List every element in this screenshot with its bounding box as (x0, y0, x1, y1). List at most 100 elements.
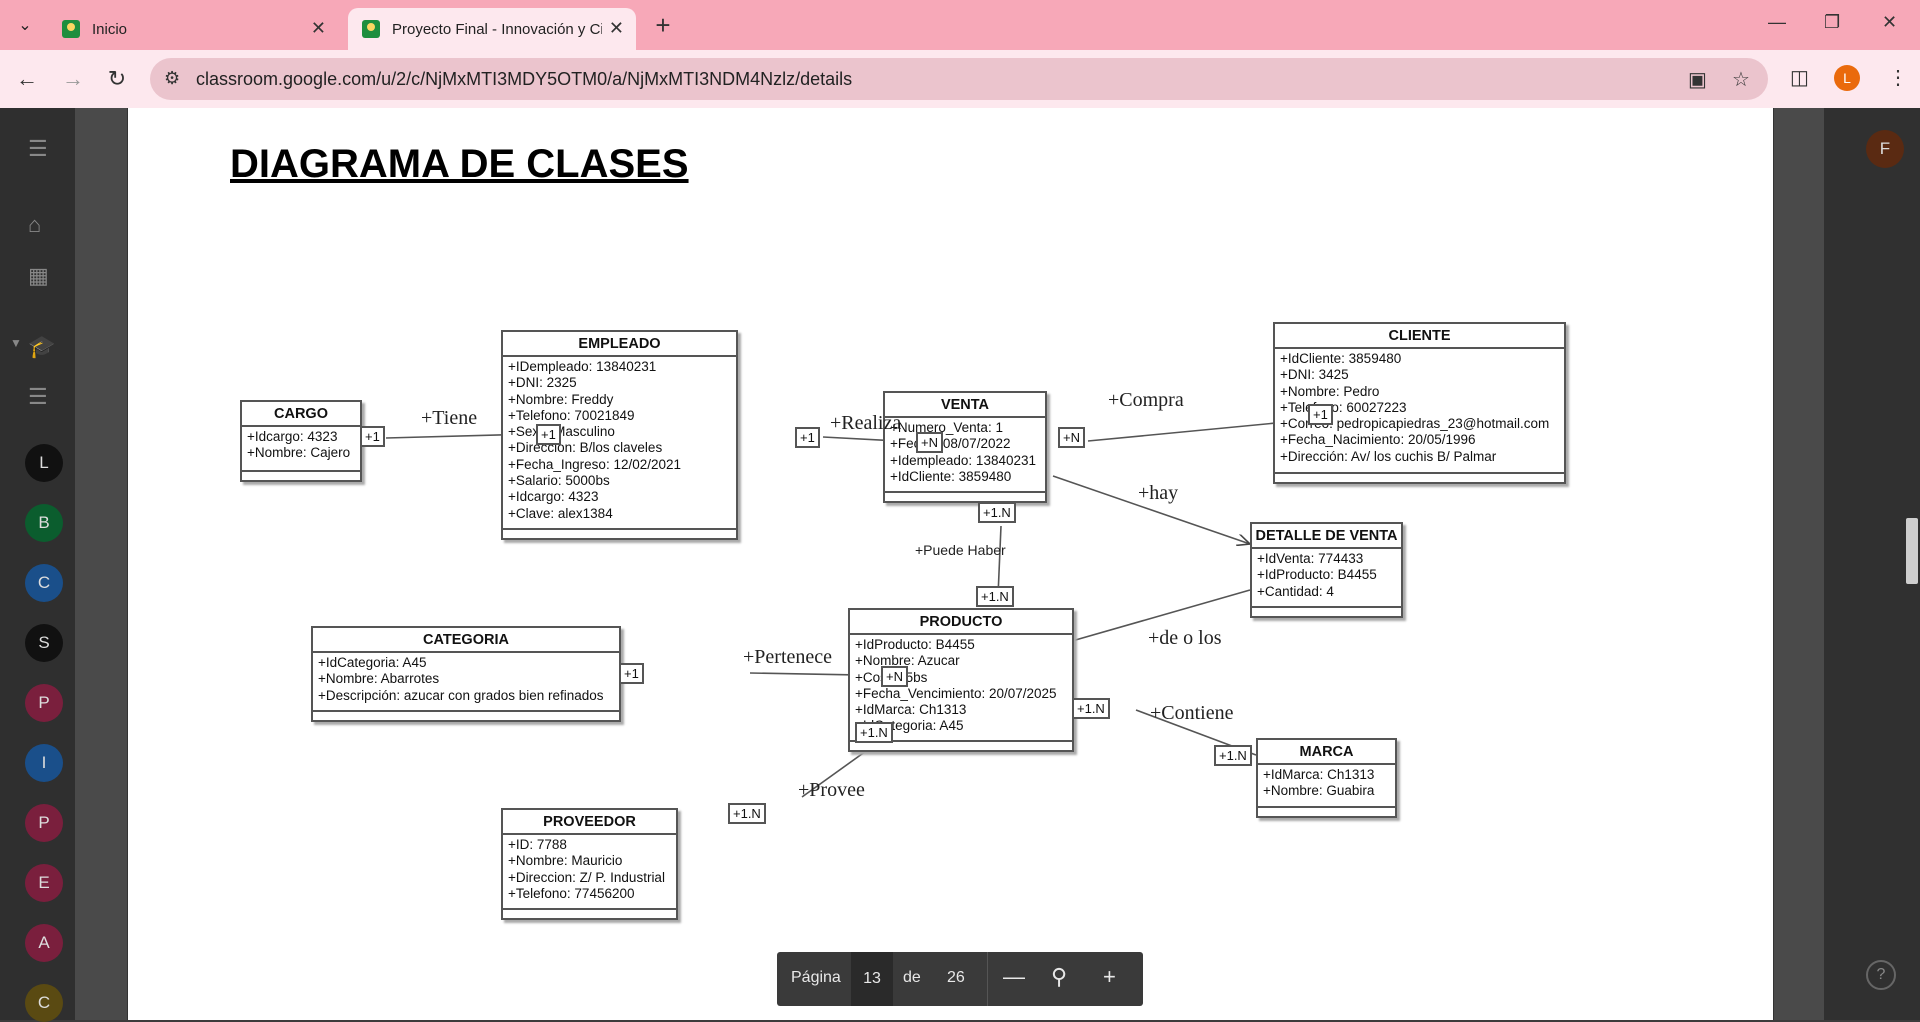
class-attribute: +Idcargo: 4323 (247, 429, 338, 444)
class-avatar[interactable]: P (25, 684, 63, 722)
class-name: VENTA (885, 393, 1045, 418)
address-bar[interactable]: ⚙ classroom.google.com/u/2/c/NjMxMTI3MDY… (150, 58, 1768, 100)
close-window-icon[interactable]: ✕ (1882, 12, 1898, 32)
multiplicity-label: +1.N (1214, 745, 1252, 766)
tab-inicio[interactable]: Inicio ✕ (48, 8, 338, 50)
todo-icon[interactable]: ☰ (28, 384, 48, 409)
class-name: CATEGORIA (313, 628, 619, 653)
total-pages: 26 (947, 969, 965, 986)
class-avatar[interactable]: C (25, 564, 63, 602)
classroom-favicon-icon (362, 20, 380, 38)
back-button[interactable]: ← (16, 66, 38, 91)
relation-pertenece: +Pertenece (743, 646, 833, 668)
scrollbar[interactable] (1906, 518, 1918, 584)
zoom-in-button[interactable]: + (1103, 964, 1116, 989)
side-panel-icon[interactable]: ◫ (1790, 67, 1809, 89)
class-detalle-de-venta: DETALLE DE VENTA +IdVenta: 774433+IdProd… (1250, 522, 1403, 618)
class-attribute: +Telefono: 77456200 (508, 885, 635, 901)
class-attribute: +DNI: 3425 (1280, 367, 1349, 383)
class-attribute: +Fecha_Nacimiento: 20/05/1996 (1280, 432, 1476, 448)
multiplicity-label: +1 (619, 663, 644, 684)
url-text[interactable]: classroom.google.com/u/2/c/NjMxMTI3MDY5O… (196, 69, 853, 89)
reload-button[interactable]: ↻ (107, 66, 127, 91)
relation-contiene: +Contiene (1150, 702, 1234, 724)
class-cliente: CLIENTE +IdCliente: 3859480+DNI: 3425+No… (1273, 322, 1566, 484)
multiplicity-label: +1.N (978, 502, 1016, 523)
class-avatar[interactable]: L (25, 444, 63, 482)
classroom-favicon-icon (62, 20, 80, 38)
class-name: PRODUCTO (850, 610, 1072, 635)
zoom-icon[interactable]: ⚲ (1051, 964, 1068, 989)
class-attribute: +Nombre: Freddy (508, 391, 614, 407)
close-tab-icon[interactable]: ✕ (310, 18, 326, 38)
attr-list: +IdCliente: 3859480+DNI: 3425+Nombre: Pe… (1275, 349, 1564, 467)
relationship-lines (385, 414, 1361, 798)
attr-list: +IdVenta: 774433+IdProducto: B4455+Canti… (1252, 549, 1401, 602)
class-attribute: +Dirección: Av/ los cuchis B/ Palmar (1280, 448, 1497, 464)
class-name: PROVEEDOR (503, 810, 676, 835)
class-attribute: +Cantidad: 4 (1257, 583, 1334, 599)
line-venta-producto (997, 525, 1002, 597)
multiplicity-label: +N (881, 666, 908, 687)
page-label: Página (791, 969, 841, 986)
install-app-icon[interactable]: ▣ (1688, 69, 1707, 91)
attr-list: +IdProducto: B4455+Nombre: Azucar+Costo:… (850, 635, 1072, 737)
zoom-out-button[interactable]: — (1003, 964, 1025, 989)
forward-button[interactable]: → (62, 66, 84, 91)
restore-icon[interactable]: ❐ (1824, 12, 1841, 32)
account-avatar[interactable]: F (1866, 130, 1904, 168)
class-attribute: +Nombre: Cajero (247, 445, 351, 461)
site-info-icon[interactable]: ⚙ (164, 68, 181, 88)
multiplicity-label: +1 (795, 427, 820, 448)
class-cargo: CARGO +Idcargo: 4323+Nombre: Cajero (240, 400, 362, 482)
class-attribute: +Nombre: Azucar (855, 653, 960, 669)
multiplicity-label: +N (916, 432, 943, 453)
class-attribute: +IdProducto: B4455 (855, 637, 975, 652)
class-avatar[interactable]: B (25, 504, 63, 542)
home-icon[interactable]: ⌂ (28, 212, 42, 237)
class-name: CLIENTE (1275, 324, 1564, 349)
close-tab-icon[interactable]: ✕ (608, 18, 624, 38)
more-menu-icon[interactable]: ⋮ (1888, 67, 1908, 89)
attr-list: +ID: 7788+Nombre: Mauricio+Direccion: Z/… (503, 835, 676, 904)
page-number-input[interactable]: 13 (851, 952, 893, 1006)
relation-realiza: +Realiza (830, 412, 902, 434)
class-attribute: +DNI: 2325 (508, 375, 577, 391)
class-avatar[interactable]: P (25, 804, 63, 842)
class-avatar[interactable]: S (25, 624, 63, 662)
of-label: de (903, 969, 921, 986)
class-name: CARGO (242, 402, 360, 427)
menu-icon[interactable]: ☰ (28, 136, 48, 161)
class-attribute: +Numero_Venta: 1 (890, 420, 1003, 435)
class-attribute: +IdCategoria: A45 (318, 655, 427, 670)
class-avatar[interactable]: A (25, 924, 63, 962)
class-attribute: +Idempleado: 13840231 (890, 452, 1037, 468)
calendar-icon[interactable]: ▦ (28, 263, 49, 288)
class-avatar[interactable]: I (25, 744, 63, 782)
tab-proyecto-final[interactable]: Proyecto Final - Innovación y Ci ✕ (348, 8, 636, 50)
class-avatar[interactable]: E (25, 864, 63, 902)
class-avatar[interactable]: C (25, 984, 63, 1022)
profile-avatar[interactable]: L (1834, 65, 1860, 91)
class-attribute: +Salario: 5000bs (508, 473, 610, 489)
teaching-icon[interactable]: 🎓 (28, 334, 56, 359)
new-tab-button[interactable]: + (655, 9, 671, 40)
tab-label: Proyecto Final - Innovación y Ci (392, 20, 602, 38)
tab-search-dropdown[interactable]: ⌄ (8, 10, 42, 40)
chevron-down-icon: ⌄ (18, 17, 32, 34)
minimize-icon[interactable]: — (1768, 12, 1786, 32)
attr-list: +IdCategoria: A45+Nombre: Abarrotes+Desc… (313, 653, 619, 706)
relation-de-o-los: +de o los (1148, 627, 1222, 649)
page-title: DIAGRAMA DE CLASES (230, 142, 689, 186)
help-icon[interactable]: ? (1866, 960, 1896, 990)
relation-hay: +hay (1138, 482, 1179, 504)
class-name: EMPLEADO (503, 332, 736, 357)
class-attribute: +IdCliente: 3859480 (1280, 351, 1402, 366)
class-attribute: +Nombre: Abarrotes (318, 671, 440, 687)
expand-caret-icon[interactable]: ▼ (10, 336, 22, 350)
multiplicity-label: +1.N (855, 722, 893, 743)
class-attribute: +IdMarca: Ch1313 (855, 702, 967, 718)
relation-puede-haber: +Puede Haber (915, 542, 1006, 558)
class-name: DETALLE DE VENTA (1252, 524, 1401, 549)
bookmark-star-icon[interactable]: ☆ (1732, 69, 1750, 91)
